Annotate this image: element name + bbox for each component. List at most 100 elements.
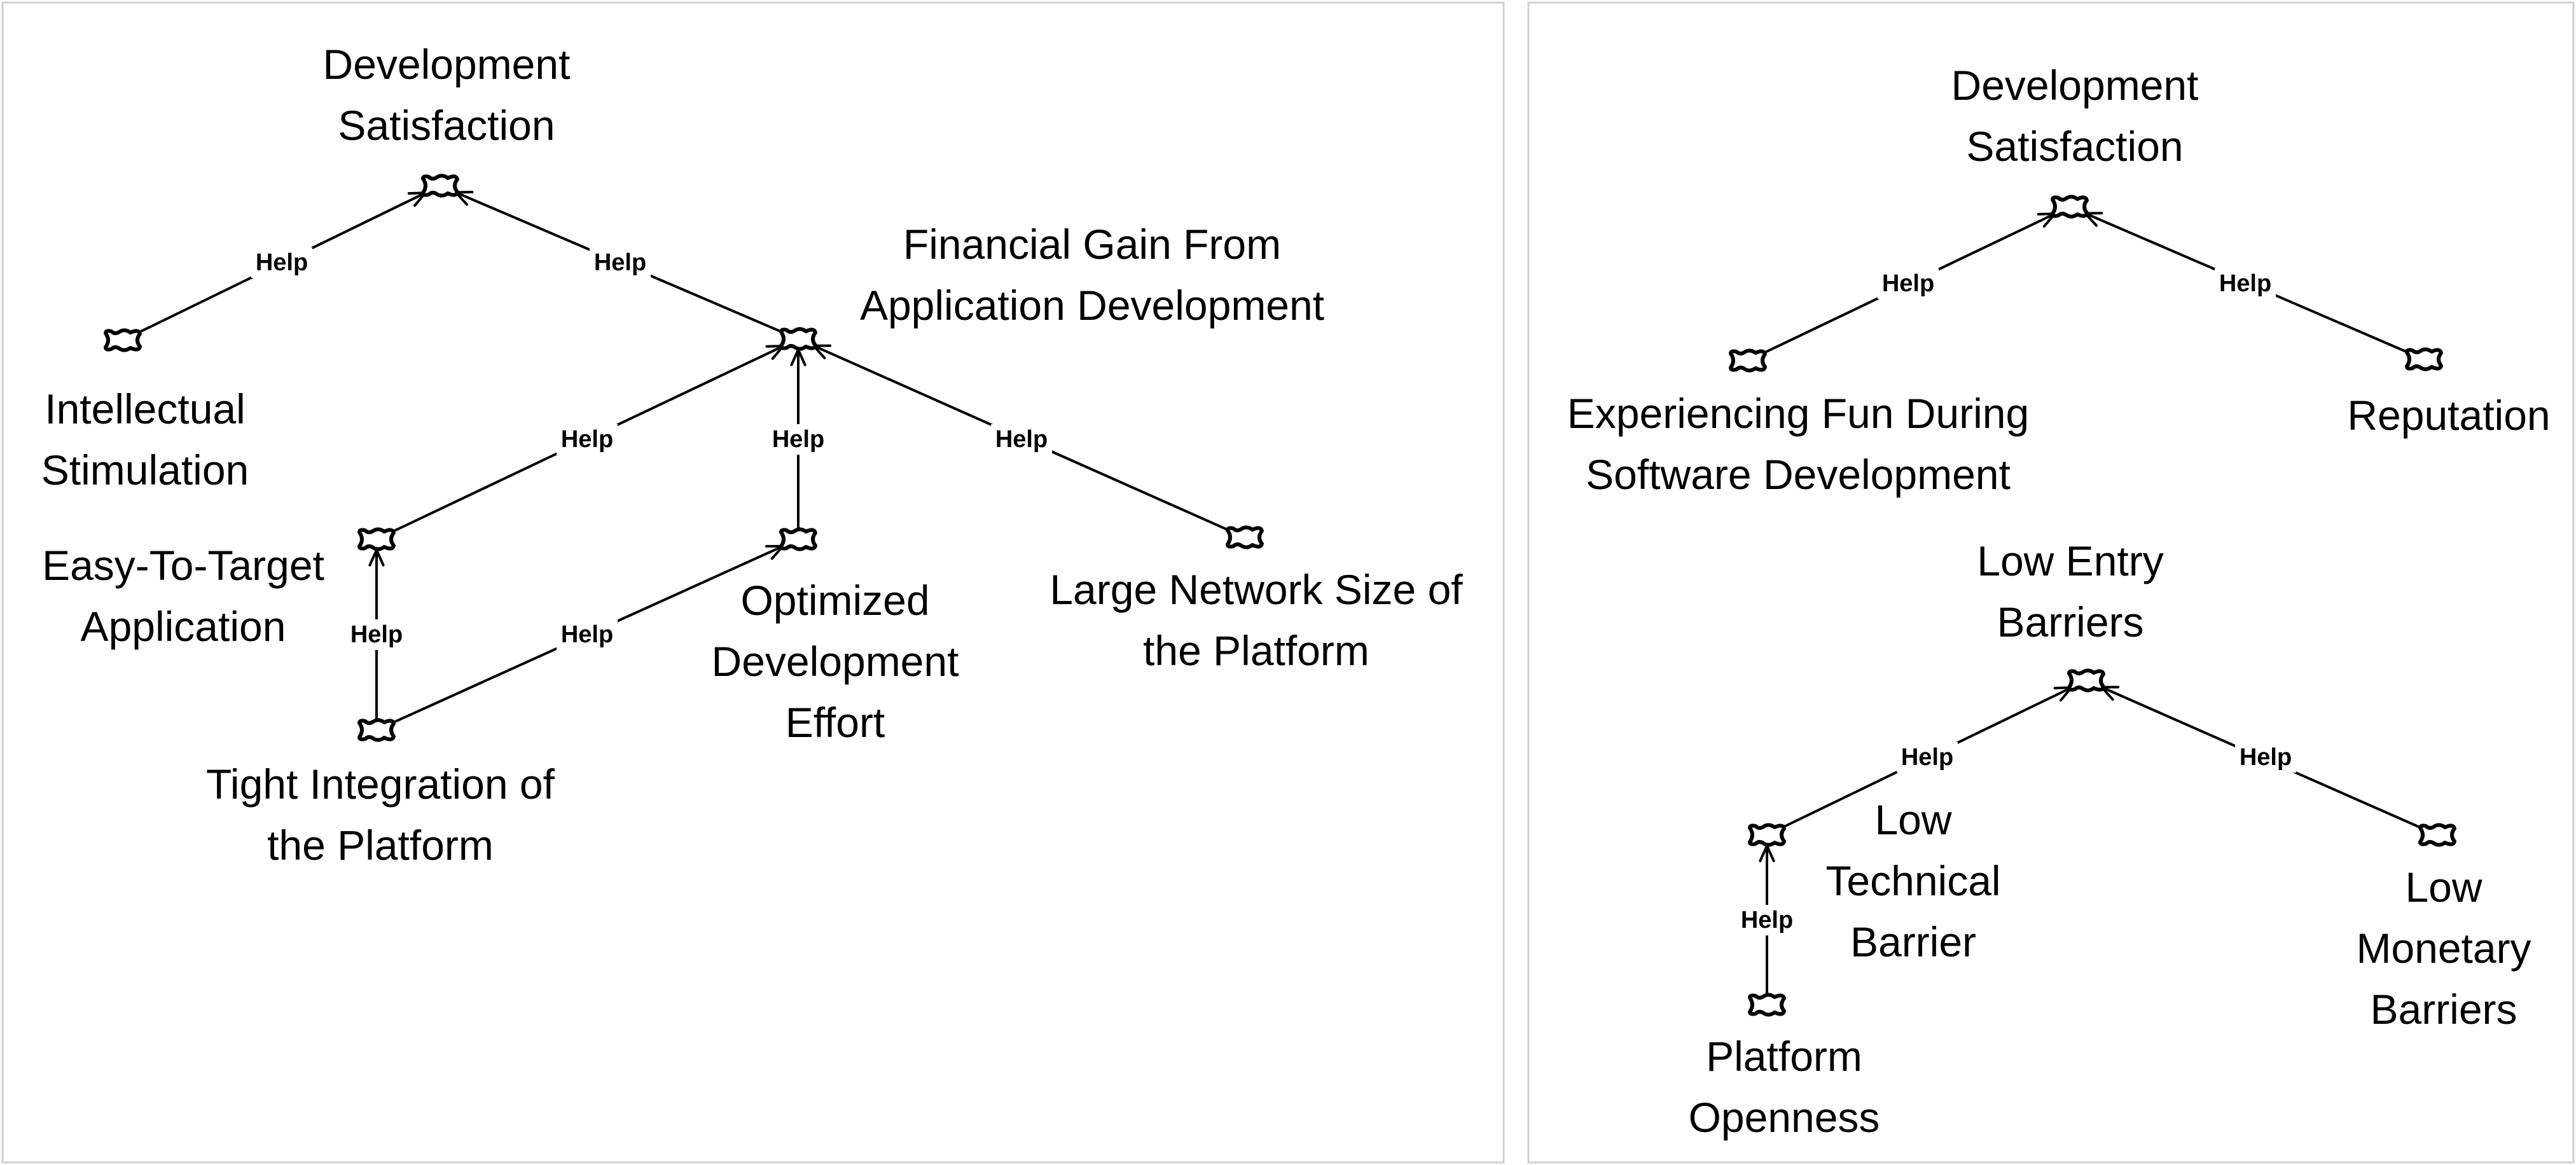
help-label: Help — [1901, 744, 1953, 771]
help-label: Help — [995, 426, 1048, 453]
right-panel-frame — [1527, 1, 2575, 1164]
help-link: Help — [812, 344, 1230, 532]
help-label-background — [2215, 268, 2276, 299]
softgoal-cloud-icon — [2051, 195, 2089, 219]
softgoal-cloud-icon — [357, 718, 396, 742]
help-label-background — [590, 247, 651, 278]
softgoal-label-line: Experiencing Fun During — [1567, 390, 2029, 437]
help-label-background — [2235, 742, 2296, 773]
help-label-background — [557, 424, 618, 455]
softgoal-cloud-icon — [2418, 823, 2456, 847]
softgoal-label-line: Stimulation — [41, 446, 249, 493]
help-label-background — [251, 247, 312, 278]
softgoal-label-line: the Platform — [267, 822, 494, 869]
softgoal-cloud-icon — [779, 527, 817, 551]
softgoal-label-line: Optimized — [740, 577, 929, 624]
softgoal-label-line: Satisfaction — [338, 102, 555, 149]
softgoal-cloud-icon — [357, 527, 396, 551]
help-label: Help — [561, 621, 613, 648]
softgoal-label-line: Low — [2405, 864, 2482, 911]
help-label: Help — [594, 249, 646, 276]
help-link: Help — [137, 191, 427, 334]
help-label: Help — [1741, 907, 1793, 934]
help-label: Help — [256, 249, 308, 276]
help-label-background — [768, 424, 829, 455]
help-label-background — [1736, 905, 1797, 935]
softgoal-cloud-icon — [1748, 993, 1786, 1017]
help-label: Help — [1882, 270, 1934, 297]
softgoal-label-line: Low Entry — [1977, 537, 2163, 584]
softgoal-label-line: Application Development — [860, 282, 1324, 329]
help-link: Help — [1762, 212, 2056, 355]
softgoal-label-line: Openness — [1689, 1094, 1880, 1141]
help-link: Help — [1781, 686, 2073, 829]
softgoal-label: Reputation — [2347, 392, 2550, 439]
help-label: Help — [772, 426, 824, 453]
softgoal-cloud-icon — [2067, 668, 2105, 693]
help-link: Help — [2100, 686, 2423, 830]
softgoal-label-line: Development — [323, 41, 571, 88]
softgoal-label-line: Effort — [786, 699, 885, 746]
softgoal-label-line: Barrier — [1850, 918, 1976, 965]
softgoal-cloud-icon — [1748, 823, 1786, 847]
softgoal-label-line: Application — [81, 603, 286, 650]
help-label-background — [1878, 268, 1939, 299]
help-label-background — [991, 424, 1052, 455]
help-label-background — [1897, 742, 1958, 773]
help-label: Help — [350, 621, 403, 648]
help-label-background — [346, 619, 407, 650]
softgoal-label-line: Reputation — [2347, 392, 2550, 439]
help-link: Help — [454, 191, 784, 334]
help-link: Help — [768, 348, 829, 528]
softgoal-label-line: Monetary — [2356, 925, 2531, 972]
softgoal-cloud-icon — [2405, 347, 2443, 371]
softgoal-label-line: Barriers — [2370, 986, 2517, 1033]
softgoal-label-line: Software Development — [1586, 451, 2011, 498]
left-panel-frame — [1, 1, 1505, 1164]
softgoal-label-line: Financial Gain From — [903, 221, 1281, 268]
softgoal-label-line: Technical — [1825, 857, 2000, 904]
help-link: Help — [391, 345, 785, 534]
nodes-layer — [104, 174, 2456, 1017]
softgoal-label-line: Platform — [1706, 1033, 1862, 1080]
softgoal-label-line: Development — [712, 638, 959, 685]
softgoal-label: Tight Integration of the Platform — [206, 761, 555, 869]
help-label: Help — [561, 426, 613, 453]
help-label-background — [557, 619, 618, 650]
help-link: Help — [346, 549, 407, 719]
softgoal-label-line: Satisfaction — [1966, 123, 2183, 170]
softgoal-label-line: Barriers — [1997, 598, 2143, 645]
softgoal-cloud-icon — [779, 327, 817, 351]
softgoal-label-line: Easy-To-Target — [42, 542, 324, 589]
softgoal-label-line: Development — [1951, 62, 2199, 109]
softgoal-label: Large Network Size of the Platform — [1049, 566, 1463, 674]
softgoal-cloud-icon — [1729, 348, 1767, 373]
softgoal-cloud-icon — [421, 174, 459, 198]
softgoal-label-line: Low — [1874, 796, 1951, 843]
softgoal-cloud-icon — [104, 328, 142, 352]
softgoal-label-line: Large Network Size of — [1049, 566, 1463, 613]
help-link: Help — [2084, 212, 2409, 354]
help-link: Help — [391, 544, 785, 725]
softgoal-cloud-icon — [1226, 525, 1264, 549]
help-label: Help — [2219, 270, 2271, 297]
softgoal-label-line: the Platform — [1143, 627, 1369, 674]
softgoal-label-line: Intellectual — [45, 385, 246, 432]
help-label: Help — [2240, 744, 2292, 771]
softgoal-label-line: Tight Integration of — [206, 761, 555, 808]
help-link: Help — [1736, 844, 1797, 994]
